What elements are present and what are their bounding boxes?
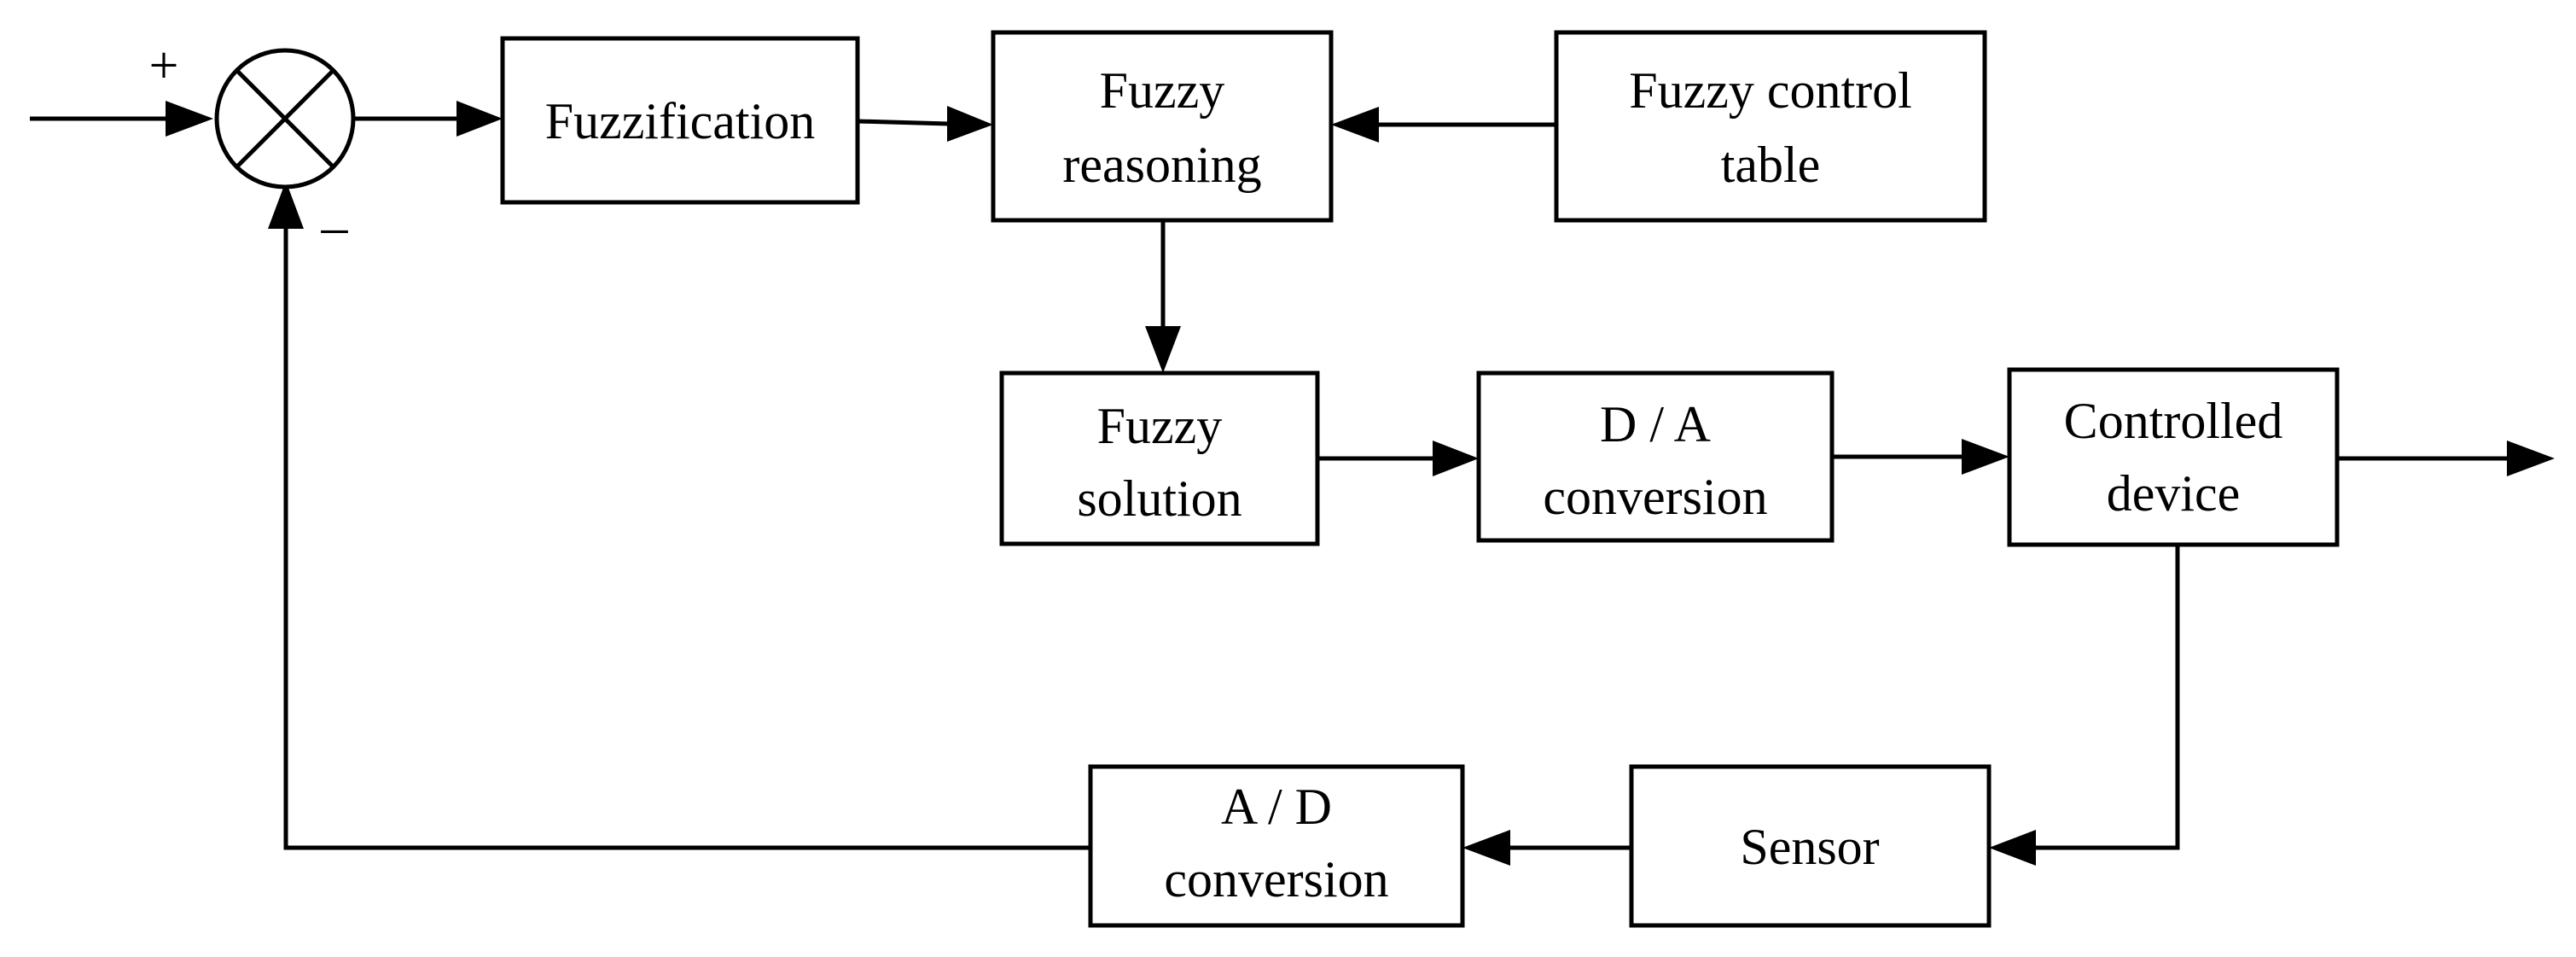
block-fuzzy-control-table-frame — [1554, 30, 1987, 223]
da-to-device-arrow — [1962, 439, 2009, 475]
block-fuzzy-solution-frame — [999, 371, 1320, 546]
block-ad-conversion: A / D conversion — [1088, 764, 1465, 928]
connections — [30, 101, 2555, 866]
sensor-to-ad-arrow — [1462, 830, 1510, 866]
block-controlled-device: Controlled device — [2007, 367, 2340, 547]
block-da-conversion-label-line2: conversion — [1543, 469, 1767, 525]
block-sensor-label: Sensor — [1740, 819, 1879, 875]
minus-sign: – — [321, 198, 349, 256]
output-arrow — [2507, 441, 2555, 476]
input-arrow — [166, 101, 213, 137]
block-ad-conversion-frame — [1088, 764, 1465, 928]
block-fuzzy-solution-label-line2: solution — [1077, 470, 1241, 527]
block-fuzzification: Fuzzification — [500, 36, 860, 205]
block-fuzzy-control-table: Fuzzy control table — [1554, 30, 1987, 223]
block-fuzzy-solution-label-line1: Fuzzy — [1097, 398, 1223, 454]
block-fuzzy-solution: Fuzzy solution — [999, 371, 1320, 546]
fuzzification-to-reasoning-arrow — [947, 106, 993, 142]
block-fuzzy-reasoning-label-line1: Fuzzy — [1100, 62, 1225, 119]
block-controlled-device-label-line2: device — [2107, 465, 2241, 522]
reasoning-to-solution-arrow — [1145, 326, 1181, 373]
solution-to-da-arrow — [1433, 441, 1479, 476]
block-fuzzy-control-table-label-line2: table — [1721, 137, 1821, 193]
fuzzification-to-reasoning-line — [857, 119, 950, 126]
block-controlled-device-label-line1: Controlled — [2064, 393, 2283, 449]
block-fuzzy-reasoning-frame — [991, 30, 1334, 223]
plus-sign: + — [149, 37, 179, 95]
block-sensor: Sensor — [1629, 764, 1992, 928]
block-da-conversion-label-line1: D / A — [1600, 396, 1711, 452]
junction-to-fuzzification-arrow — [456, 101, 503, 137]
summing-junction: + – — [149, 37, 356, 256]
device-to-sensor-line — [2032, 545, 2180, 850]
block-fuzzy-reasoning: Fuzzy reasoning — [991, 30, 1334, 223]
block-da-conversion-frame — [1476, 371, 1835, 543]
block-ad-conversion-label-line2: conversion — [1164, 851, 1388, 907]
device-to-sensor-arrow — [1989, 830, 2036, 866]
block-fuzzification-label: Fuzzification — [545, 93, 816, 149]
block-fuzzification-frame — [500, 36, 860, 205]
block-fuzzy-control-table-label-line1: Fuzzy control — [1629, 62, 1912, 119]
feedback-arrow — [268, 181, 304, 229]
block-controlled-device-frame — [2007, 367, 2340, 547]
block-sensor-frame — [1629, 764, 1992, 928]
block-ad-conversion-label-line1: A / D — [1221, 779, 1332, 835]
table-to-reasoning-arrow — [1331, 107, 1379, 143]
summing-cross-line-b — [235, 68, 335, 169]
feedback-line — [283, 227, 1090, 850]
block-fuzzy-reasoning-label-line2: reasoning — [1062, 137, 1261, 193]
block-da-conversion: D / A conversion — [1476, 371, 1835, 543]
